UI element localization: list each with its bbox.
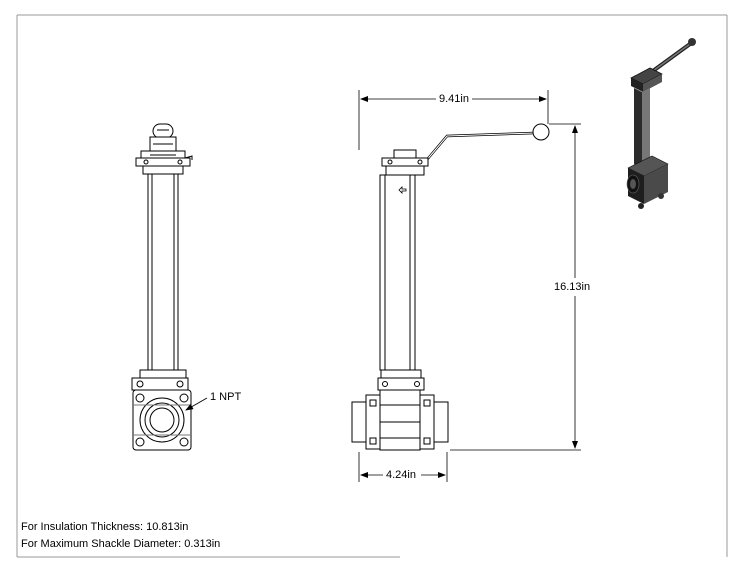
dimension-width: [358, 90, 549, 150]
callout-label-npt: 1 NPT: [210, 391, 242, 403]
note-shackle-diameter: For Maximum Shackle Diameter: 0.313in: [21, 538, 221, 550]
dimension-label-height: 16.13in: [554, 281, 591, 293]
sheet-border: [16, 14, 728, 558]
dimension-body-width: [358, 452, 448, 482]
dimension-label-body-width: 4.24in: [386, 469, 416, 481]
side-view: [351, 123, 550, 451]
note-insulation-thickness: For Insulation Thickness: 10.813in: [21, 521, 189, 533]
front-view: [131, 123, 193, 451]
npt-leader: [185, 397, 208, 411]
dimension-height: [450, 123, 581, 451]
isometric-view: [626, 38, 696, 209]
dimension-label-width: 9.41in: [439, 93, 469, 105]
